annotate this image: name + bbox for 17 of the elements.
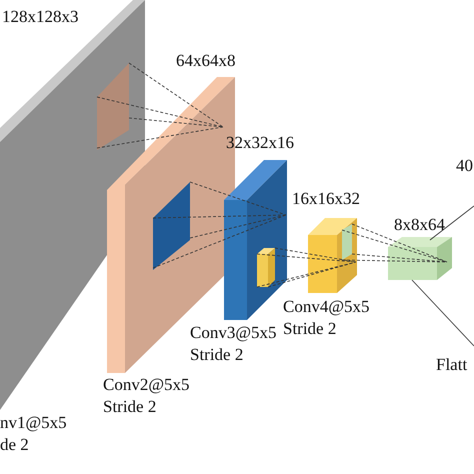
- dimension-label: Flatt: [436, 354, 468, 376]
- dimension-label: 128x128x3: [2, 6, 78, 28]
- projection-lines: [256, 248, 356, 288]
- projection-lines: [96, 62, 224, 148]
- connector-line: [412, 280, 474, 346]
- dimension-label: 8x8x64: [394, 214, 445, 236]
- connector-line: [430, 206, 474, 240]
- dimension-label: 16x16x32: [292, 188, 360, 210]
- dimension-label: 40: [456, 155, 473, 177]
- layer-caption: Conv3@5x5 Stride 2: [190, 322, 278, 366]
- dimension-label: 32x32x16: [226, 132, 294, 154]
- layer-caption: nv1@5x5 de 2: [0, 412, 68, 456]
- layer-caption: Conv2@5x5 Stride 2: [103, 374, 190, 418]
- projection-lines: [342, 224, 448, 262]
- projection-lines: [152, 182, 286, 268]
- dimension-label: 64x64x8: [176, 50, 236, 72]
- layer-caption: Conv4@5x5 Stride 2: [283, 296, 370, 340]
